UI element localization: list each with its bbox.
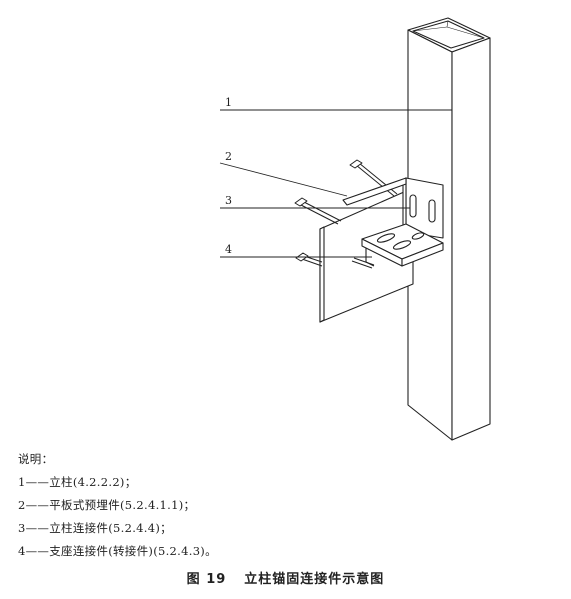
- callout-1: 1: [225, 96, 232, 109]
- legend-heading: 说明：: [18, 452, 54, 466]
- leader-line-2: [219, 162, 348, 197]
- legend-item: 3——立柱连接件(5.2.4.4)；: [18, 521, 172, 535]
- callout-3: 3: [225, 194, 232, 207]
- callout-4: 4: [225, 243, 232, 256]
- figure-number: 图 19: [186, 572, 227, 587]
- leader-lines: [219, 109, 452, 258]
- column-connector-angle: [342, 177, 444, 239]
- callout-2: 2: [225, 150, 232, 163]
- legend-item: 2——平板式预埋件(5.2.4.1.1)；: [18, 498, 196, 512]
- legend-item: 4——支座连接件(转接件)(5.2.4.3)。: [18, 544, 217, 558]
- legend-item: 1——立柱(4.2.2.2)；: [18, 475, 137, 489]
- figure-caption: 图 19 立柱锚固连接件示意图: [0, 568, 571, 587]
- figure-title: 立柱锚固连接件示意图: [244, 572, 385, 587]
- support-connector-angle: [361, 223, 444, 267]
- legend: 说明： 1——立柱(4.2.2.2)； 2——平板式预埋件(5.2.4.1.1)…: [18, 448, 217, 563]
